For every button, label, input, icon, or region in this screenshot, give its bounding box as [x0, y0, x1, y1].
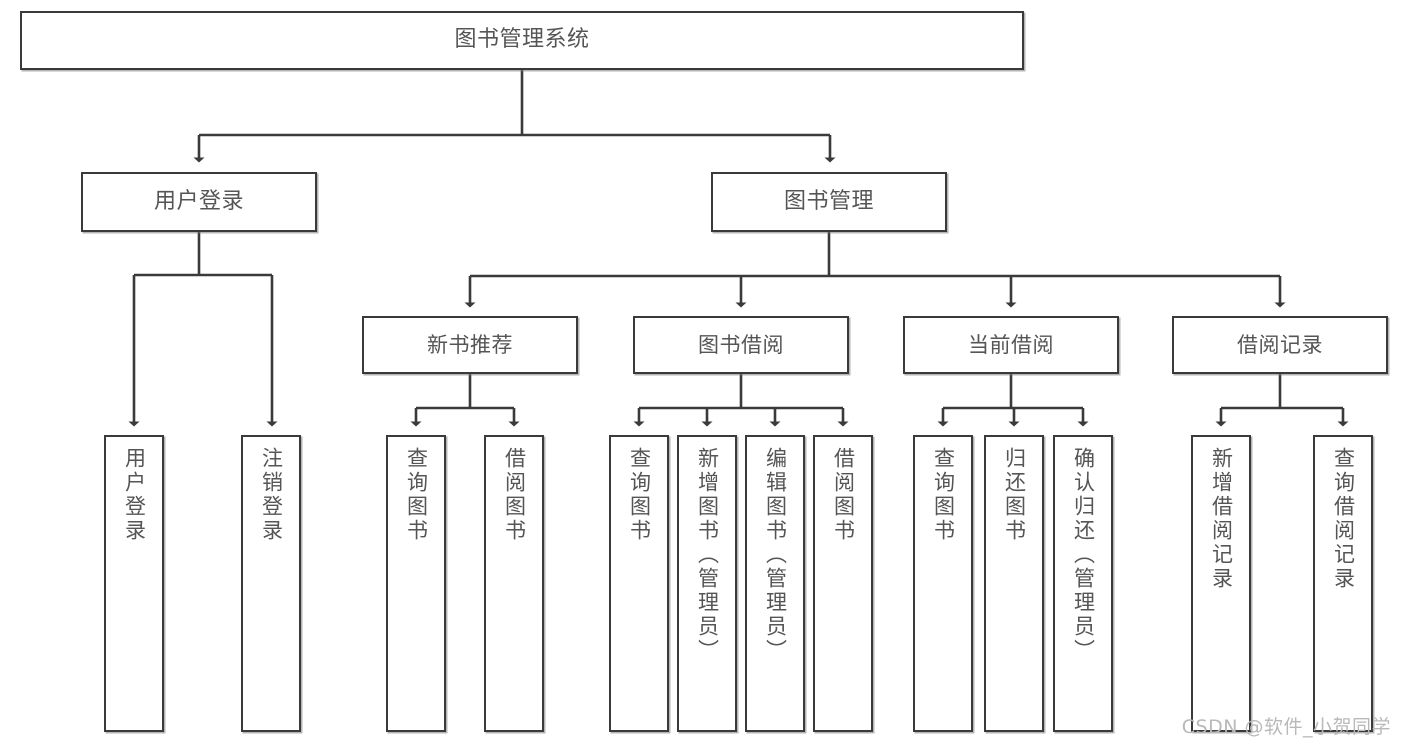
node-leaf-query-book-borrow-label: 查询图书 [627, 447, 652, 543]
node-leaf-query-book-rec-label: 查询图书 [404, 447, 429, 543]
node-leaf-borrow-book-label: 借阅图书 [831, 447, 856, 543]
node-leaf-confirm-return[interactable]: 确认归还（管理员） [1053, 435, 1113, 732]
node-leaf-confirm-return-label: 确认归还（管理员） [1071, 447, 1096, 663]
node-root[interactable]: 图书管理系统 [20, 11, 1024, 70]
node-leaf-edit-book-label: 编辑图书（管理员） [763, 447, 788, 663]
node-borrow-record-label: 借阅记录 [1237, 332, 1323, 357]
node-new-book-rec[interactable]: 新书推荐 [362, 316, 578, 374]
node-leaf-user-logout-label: 注销登录 [259, 447, 284, 543]
node-leaf-edit-book[interactable]: 编辑图书（管理员） [745, 435, 805, 732]
node-book-manage[interactable]: 图书管理 [711, 172, 947, 232]
node-leaf-query-book-cur[interactable]: 查询图书 [913, 435, 973, 732]
node-leaf-query-book-cur-label: 查询图书 [931, 447, 956, 543]
node-leaf-query-book-borrow[interactable]: 查询图书 [609, 435, 669, 732]
node-leaf-query-record[interactable]: 查询借阅记录 [1313, 435, 1373, 732]
node-leaf-return-book[interactable]: 归还图书 [984, 435, 1044, 732]
node-leaf-borrow-book-rec[interactable]: 借阅图书 [484, 435, 544, 732]
watermark: CSDN @软件_小贺同学 [1181, 716, 1391, 738]
node-leaf-add-record-label: 新增借阅记录 [1209, 447, 1234, 591]
node-leaf-add-book-label: 新增图书（管理员） [695, 447, 720, 663]
node-book-borrow-label: 图书借阅 [698, 332, 784, 357]
node-book-manage-label: 图书管理 [783, 188, 874, 214]
node-leaf-add-book[interactable]: 新增图书（管理员） [677, 435, 737, 732]
node-book-borrow[interactable]: 图书借阅 [633, 316, 849, 374]
node-leaf-return-book-label: 归还图书 [1002, 447, 1027, 543]
node-borrow-record[interactable]: 借阅记录 [1172, 316, 1388, 374]
node-leaf-borrow-book-rec-label: 借阅图书 [502, 447, 527, 543]
node-user-login[interactable]: 用户登录 [81, 172, 317, 232]
node-user-login-label: 用户登录 [153, 188, 244, 214]
node-leaf-query-record-label: 查询借阅记录 [1331, 447, 1356, 591]
node-current-borrow-label: 当前借阅 [968, 332, 1054, 357]
node-leaf-user-logout[interactable]: 注销登录 [241, 435, 301, 732]
node-root-label: 图书管理系统 [454, 27, 590, 53]
node-leaf-borrow-book[interactable]: 借阅图书 [813, 435, 873, 732]
node-leaf-add-record[interactable]: 新增借阅记录 [1191, 435, 1251, 732]
node-new-book-rec-label: 新书推荐 [427, 332, 513, 357]
node-leaf-query-book-rec[interactable]: 查询图书 [386, 435, 446, 732]
node-current-borrow[interactable]: 当前借阅 [903, 316, 1119, 374]
node-leaf-user-login-label: 用户登录 [122, 447, 147, 543]
node-leaf-user-login[interactable]: 用户登录 [104, 435, 164, 732]
